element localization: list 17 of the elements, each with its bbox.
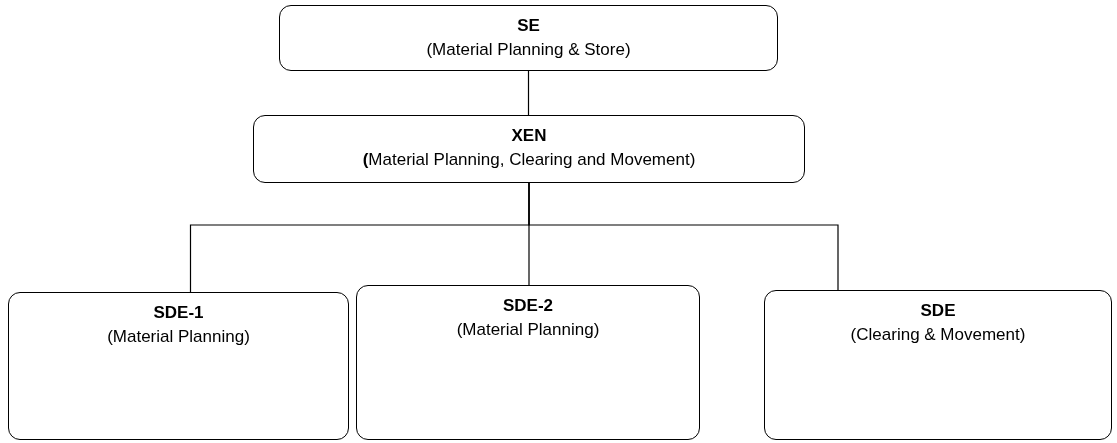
org-box xyxy=(253,115,805,183)
box-title: XEN xyxy=(511,125,547,147)
box-title: SDE-2 xyxy=(502,295,554,317)
org-box xyxy=(356,285,700,440)
org-box xyxy=(8,292,349,440)
box-subtitle: (Clearing & Movement) xyxy=(850,324,1026,346)
box-title: SDE-1 xyxy=(153,302,204,324)
org-box xyxy=(764,290,1112,440)
box-subtitle: (Material Planning, Clearing and Movement) xyxy=(362,149,696,171)
connector-line xyxy=(528,182,839,291)
box-title: SDE xyxy=(920,300,956,322)
box-title: SE xyxy=(517,15,540,37)
connector-line xyxy=(527,70,530,116)
box-subtitle: (Material Planning) xyxy=(456,319,600,341)
box-subtitle: (Material Planning) xyxy=(107,326,250,348)
box-subtitle: (Material Planning & Store) xyxy=(426,39,631,61)
org-box xyxy=(279,5,778,71)
